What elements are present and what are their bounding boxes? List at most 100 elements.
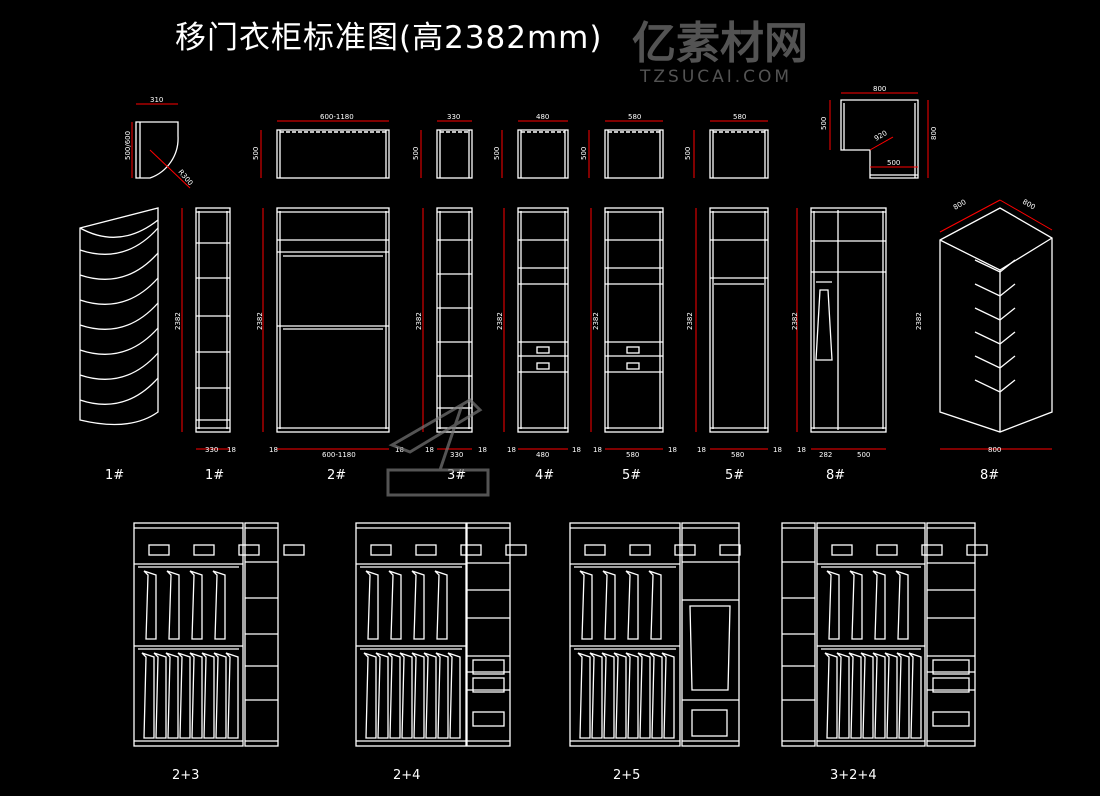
hanging-trousers-icon [836, 652, 850, 739]
combo-3-2-4-main [816, 522, 926, 747]
elevation-unit-4 [517, 207, 569, 433]
combo-2-4-main [355, 522, 467, 747]
shelf [79, 377, 159, 405]
hanging-trousers-icon [447, 652, 461, 739]
dim-label: 500/600 [124, 131, 132, 160]
unit-label: 8# [826, 468, 845, 483]
hanging-trousers-icon [848, 652, 862, 739]
folded-clothes-icon [966, 544, 988, 556]
hanging-trousers-icon [601, 652, 615, 739]
folded-clothes-icon [831, 544, 853, 556]
drawer [472, 659, 505, 675]
unit-label: 1# [105, 468, 124, 483]
drawer-handle [626, 346, 640, 354]
folded-clothes-icon [370, 544, 392, 556]
shelf [974, 259, 1016, 273]
hanging-trousers-icon [577, 652, 591, 739]
shelf [974, 331, 1016, 345]
folded-clothes-icon [921, 544, 943, 556]
hanging-trousers-icon [399, 652, 413, 739]
watermark-url: TZSUCAI.COM [639, 67, 792, 87]
combo-2-4-side [466, 522, 511, 747]
hanging-trousers-icon [213, 652, 227, 739]
folded-clothes-icon [238, 544, 260, 556]
shelf [974, 307, 1016, 321]
drawer [472, 677, 505, 693]
dim-label: 330 [447, 113, 460, 121]
hanging-trousers-icon [153, 652, 167, 739]
unit-label: 5# [622, 468, 641, 483]
shelf [974, 379, 1016, 393]
combo-label: 2+4 [393, 768, 420, 783]
drawing-title: 移门衣柜标准图(高2382mm) [175, 20, 602, 56]
hanging-garment-icon [212, 570, 226, 640]
folded-clothes-icon [460, 544, 482, 556]
dim-label: 18 [478, 446, 487, 454]
height-label: 2382 [174, 312, 182, 330]
dim-label: 580 [626, 451, 639, 459]
hanging-trousers-icon [625, 652, 639, 739]
hanging-trousers-icon [177, 652, 191, 739]
plan-unit-4 [517, 129, 569, 179]
hanging-garment-icon [434, 570, 448, 640]
unit-label: 3# [447, 468, 466, 483]
height-label: 2382 [592, 312, 600, 330]
unit-label: 5# [725, 468, 744, 483]
shelf [974, 283, 1016, 297]
elevation-unit-5 [604, 207, 664, 433]
dimension-line [999, 199, 1053, 231]
dim-label: 600-1180 [322, 451, 356, 459]
hanging-garment-icon [895, 570, 909, 640]
folded-clothes-icon [876, 544, 898, 556]
combo-3-2-4-right [926, 522, 976, 747]
dim-label: 500 [252, 147, 260, 160]
dim-label: 330 [450, 451, 463, 459]
dim-label: 330 [205, 446, 218, 454]
hanging-trousers-icon [824, 652, 838, 739]
dim-label: 18 [227, 446, 236, 454]
dim-label: 500 [820, 117, 828, 130]
height-label: 2382 [686, 312, 694, 330]
hanging-garment-icon [189, 570, 203, 640]
watermark-brand: 亿素材网 [632, 18, 808, 69]
dim-label: 310 [150, 96, 163, 104]
height-label: 2382 [496, 312, 504, 330]
dim-label: 18 [697, 446, 706, 454]
hanging-trousers-icon [896, 652, 910, 739]
plan-unit-8 [840, 99, 919, 179]
dimension-line [939, 199, 1001, 233]
folded-clothes-icon [415, 544, 437, 556]
dim-label: 500 [412, 147, 420, 160]
unit-label: 4# [535, 468, 554, 483]
hanging-coat-icon [689, 605, 731, 691]
shelf [974, 355, 1016, 369]
hanging-trousers-icon [225, 652, 239, 739]
elevation-unit-8 [810, 207, 887, 433]
hanging-trousers-icon [884, 652, 898, 739]
dim-label: 18 [395, 446, 404, 454]
elevation-unit-2 [276, 207, 390, 433]
dim-label: 18 [668, 446, 677, 454]
hanging-garment-icon [602, 570, 616, 640]
hanging-trousers-icon [363, 652, 377, 739]
combo-label: 3+2+4 [830, 768, 877, 783]
plan-unit-5 [604, 129, 664, 179]
dim-label: 18 [425, 446, 434, 454]
hanging-garment-icon [143, 570, 157, 640]
hanging-trousers-icon [589, 652, 603, 739]
folded-clothes-icon [584, 544, 606, 556]
combo-2-5-main [569, 522, 681, 747]
combo-2-3-main [133, 522, 244, 747]
shelf [79, 302, 159, 330]
unit-label: 8# [980, 468, 999, 483]
dimension-line [869, 136, 894, 151]
plan-unit-1 [135, 121, 179, 179]
elevation-unit-3 [436, 207, 473, 433]
hanging-trousers-icon [375, 652, 389, 739]
hanging-garment-icon [166, 570, 180, 640]
dim-label: 18 [572, 446, 581, 454]
dim-label: 800 [930, 127, 938, 140]
drawer [691, 709, 728, 737]
dim-label: 18 [797, 446, 806, 454]
dim-label: 480 [536, 451, 549, 459]
